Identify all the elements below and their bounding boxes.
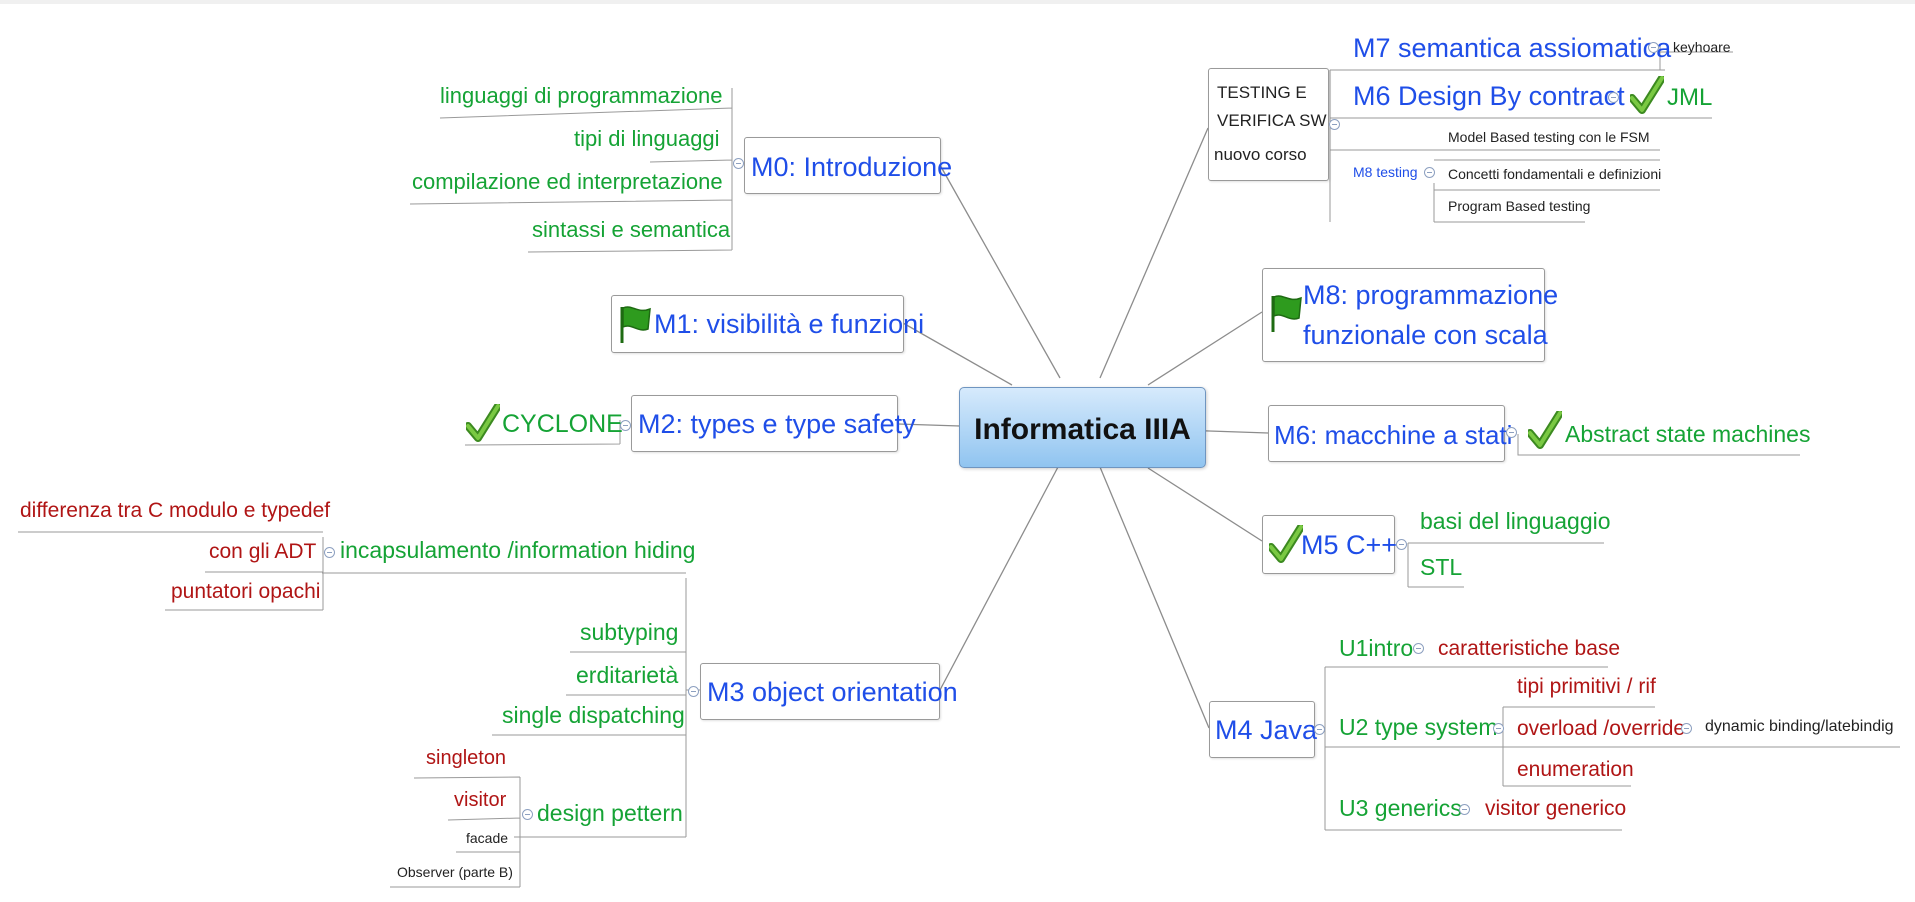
checkmark-icon (1628, 74, 1666, 119)
topic-m0[interactable]: M0: Introduzione (744, 137, 952, 194)
collapse-toggle-m6-states[interactable] (1506, 427, 1517, 438)
connector-m3 (939, 466, 1059, 691)
topic-m1-label: M1: visibilità e funzioni (654, 309, 925, 339)
topic-m0-label: M0: Introduzione (751, 152, 953, 182)
flag-icon (1269, 294, 1303, 339)
topic-m8[interactable]: M8: programmazione funzionale con scala (1262, 268, 1558, 362)
testing-label-line3: nuovo corso (1214, 145, 1307, 164)
topic-m6-states[interactable]: M6: macchine a stati (1268, 405, 1512, 462)
topic-m2-label: M2: types e type safety (638, 409, 916, 439)
m4-u1[interactable]: U1intro (1339, 635, 1414, 661)
testing-m7[interactable]: M7 semantica assiomatica (1353, 33, 1672, 63)
topic-m8-line2: funzionale con scala (1303, 320, 1548, 350)
collapse-toggle-m5[interactable] (1396, 539, 1407, 550)
m6-child-jml[interactable]: JML (1667, 84, 1713, 111)
topic-m2[interactable]: M2: types e type safety (631, 395, 916, 452)
u2-child-2[interactable]: overload /override (1517, 717, 1686, 740)
testing-fsm[interactable]: Model Based testing con le FSM (1448, 129, 1650, 145)
checkmark-icon (1526, 409, 1564, 454)
connector-m2 (897, 423, 961, 427)
m6-child-asm[interactable]: Abstract state machines (1565, 421, 1811, 447)
checkmark-icon (464, 402, 502, 447)
m3-inheritance[interactable]: erditarietà (576, 662, 679, 688)
collapse-toggle-m0[interactable] (733, 158, 744, 169)
m5-child-1[interactable]: basi del linguaggio (1420, 508, 1611, 534)
m3-subtyping[interactable]: subtyping (580, 619, 679, 645)
m3-dispatching[interactable]: single dispatching (502, 702, 685, 728)
collapse-toggle-u1[interactable] (1413, 643, 1424, 654)
u3-child-1[interactable]: visitor generico (1485, 797, 1627, 820)
m3-design-pattern[interactable]: design pettern (537, 800, 683, 826)
encapsulation-child-1[interactable]: differenza tra C modulo e typedef (20, 499, 331, 522)
m7-child-keyhoare[interactable]: keyhoare (1673, 39, 1731, 55)
collapse-toggle-u2[interactable] (1493, 723, 1504, 734)
topic-m8-line1: M8: programmazione (1303, 280, 1559, 310)
collapse-toggle-m4[interactable] (1314, 724, 1325, 735)
u2-child-3[interactable]: enumeration (1517, 758, 1634, 781)
encapsulation-child-2[interactable]: con gli ADT (209, 540, 317, 563)
connector-m5 (1147, 467, 1263, 542)
topic-testing[interactable]: TESTING E VERIFICA SW nuovo corso (1208, 68, 1329, 181)
collapse-toggle-m8-testing[interactable] (1424, 167, 1435, 178)
m0-child-4[interactable]: sintassi e semantica (532, 217, 731, 242)
collapse-toggle-m6-contract[interactable] (1608, 92, 1619, 103)
topic-m5[interactable]: M5 C++ (1262, 515, 1398, 574)
m2-child-cyclone[interactable]: CYCLONE (502, 410, 623, 438)
topic-m3-label: M3 object orientation (707, 677, 958, 707)
topic-m4-label: M4 Java (1215, 715, 1318, 745)
connector-testing (1099, 127, 1209, 379)
collapse-toggle-design-pattern[interactable] (522, 809, 533, 820)
m4-u2[interactable]: U2 type system (1339, 714, 1498, 740)
connector-m1 (902, 322, 1013, 386)
collapse-toggle-override[interactable] (1681, 723, 1692, 734)
collapse-toggle-m2[interactable] (620, 420, 631, 431)
testing-label-line2: VERIFICA SW (1217, 111, 1327, 130)
testing-label-line1: TESTING E (1217, 83, 1307, 102)
m0-child-3[interactable]: compilazione ed interpretazione (412, 169, 723, 194)
testing-m6[interactable]: M6 Design By contract (1353, 81, 1625, 111)
central-topic-label: Informatica IIIA (974, 413, 1191, 446)
collapse-toggle-m3[interactable] (688, 686, 699, 697)
topic-m4[interactable]: M4 Java (1209, 701, 1318, 758)
m4-u3[interactable]: U3 generics (1339, 795, 1462, 821)
m5-child-2[interactable]: STL (1420, 554, 1463, 580)
u1-child-1[interactable]: caratteristiche base (1438, 637, 1621, 660)
m0-child-2[interactable]: tipi di linguaggi (574, 126, 720, 151)
collapse-toggle-encapsulation[interactable] (324, 547, 335, 558)
pattern-visitor[interactable]: visitor (454, 789, 507, 811)
top-border (0, 0, 1915, 4)
topic-m6-states-label: M6: macchine a stati (1274, 420, 1513, 450)
topic-m3[interactable]: M3 object orientation (700, 663, 958, 720)
connector-m8 (1147, 311, 1263, 386)
m8-testing-child-2[interactable]: Program Based testing (1448, 198, 1591, 214)
checkmark-icon (1267, 523, 1305, 568)
pattern-singleton[interactable]: singleton (426, 747, 507, 769)
topic-m1[interactable]: M1: visibilità e funzioni (611, 295, 924, 353)
collapse-toggle-u3[interactable] (1459, 804, 1470, 815)
collapse-toggle-testing[interactable] (1329, 119, 1340, 130)
m8-testing-child-1[interactable]: Concetti fondamentali e definizioni (1448, 166, 1662, 182)
m0-child-1[interactable]: linguaggi di programmazione (440, 83, 723, 108)
pattern-observer[interactable]: Observer (parte B) (397, 864, 513, 880)
u2-child-1[interactable]: tipi primitivi / rif (1517, 675, 1656, 698)
encapsulation-child-3[interactable]: puntatori opachi (171, 580, 321, 603)
topic-m5-label: M5 C++ (1301, 530, 1398, 560)
flag-icon (618, 305, 652, 350)
override-child-dynamic-binding[interactable]: dynamic binding/latebindig (1705, 718, 1894, 735)
testing-m8[interactable]: M8 testing (1353, 164, 1418, 180)
collapse-toggle-m7[interactable] (1648, 42, 1659, 53)
central-topic[interactable]: Informatica IIIA (959, 387, 1206, 468)
connector-m4 (1099, 466, 1210, 729)
m3-encapsulation[interactable]: incapsulamento /information hiding (340, 537, 696, 563)
pattern-facade[interactable]: facade (466, 830, 509, 846)
connector-m0 (939, 164, 1061, 379)
